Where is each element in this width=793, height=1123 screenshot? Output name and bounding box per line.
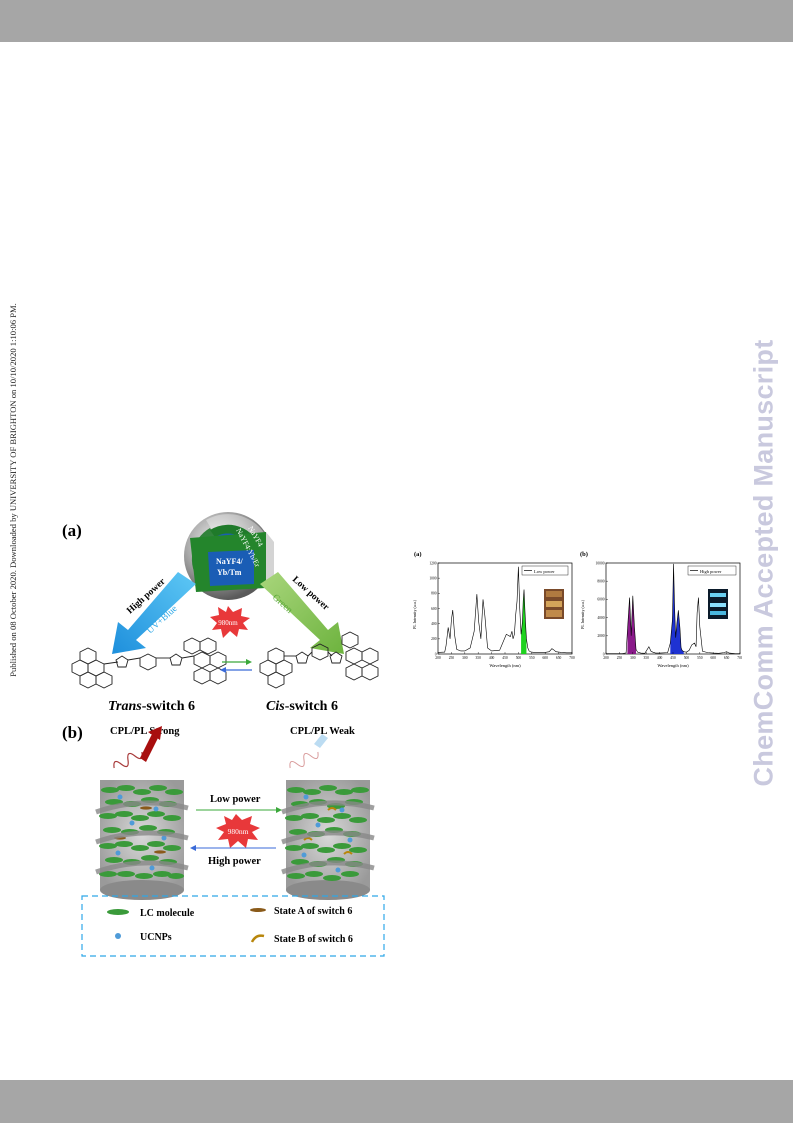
header-bar (0, 0, 793, 42)
x-tick-label: 550 (529, 656, 535, 660)
accepted-manuscript-watermark: ChemComm Accepted Manuscript (748, 339, 779, 787)
spectrum-a-ylabel: PL Intensity (a.u.) (412, 599, 417, 629)
cpl-weak-label: CPL/PL Weak (290, 726, 355, 737)
x-tick-label: 250 (617, 656, 623, 660)
spectrum-fill-region-1 (670, 569, 684, 654)
x-tick-label: 450 (502, 656, 508, 660)
x-tick-label: 600 (711, 656, 717, 660)
y-tick-label: 1200 (429, 561, 436, 565)
x-tick-label: 700 (569, 656, 575, 660)
spectrum-b-ylabel: PL Intensity (a.u.) (580, 599, 585, 629)
y-tick-label: 10000 (596, 561, 605, 565)
y-tick-label: 8000 (597, 580, 604, 584)
spectrum-a-legend: Low power (534, 569, 555, 574)
x-tick-label: 400 (489, 656, 495, 660)
panel-b-label: (b) (62, 723, 83, 742)
x-tick-label: 550 (697, 656, 703, 660)
x-tick-label: 300 (630, 656, 636, 660)
green-arrow (260, 572, 344, 654)
x-tick-label: 250 (449, 656, 455, 660)
x-tick-label: 500 (684, 656, 690, 660)
legend-box: LC molecule UCNPs State A of switch 6 St… (81, 895, 385, 957)
spectrum-b: 200 250 300 350 400 450 500 550 600 650 700 0 2000 40… (580, 561, 742, 668)
uv-blue-arrow (112, 572, 196, 654)
y-tick-label: 4000 (597, 616, 604, 620)
y-tick-label: 400 (431, 622, 437, 626)
lc-column-left (95, 780, 189, 900)
panel-a-label: (a) (62, 521, 82, 540)
x-tick-label: 500 (516, 656, 522, 660)
y-tick-label: 2000 (597, 634, 604, 638)
laser-burst-b: 980nm (216, 814, 260, 848)
trans-switch-label: Trans-switch 6 (108, 699, 195, 714)
high-power-b-label: High power (208, 856, 261, 867)
y-tick-label: 1000 (429, 576, 436, 580)
core-label-2: Yb/Tm (217, 568, 242, 577)
cis-switch-label: Cis-switch 6 (266, 699, 338, 714)
spectrum-a-legend-box (521, 565, 569, 576)
y-tick-label: 200 (431, 637, 437, 641)
y-tick-label: 6000 (597, 598, 604, 602)
spectrum-fill-region-0 (521, 590, 527, 654)
x-tick-label: 650 (724, 656, 730, 660)
spectrum-a-inset-photo (544, 589, 564, 619)
y-tick-label: 800 (431, 592, 437, 596)
y-tick-label: 0 (435, 652, 437, 656)
svg-text:980nm: 980nm (218, 619, 238, 627)
spectrum-b-xlabel: Wavelength (nm) (657, 663, 689, 668)
spectrum-b-legend: High power (700, 569, 722, 574)
x-tick-label: 700 (737, 656, 742, 660)
svg-text:980nm: 980nm (228, 827, 249, 836)
spectrum-series-line (606, 563, 741, 655)
spectrum-b-legend-box (687, 565, 737, 576)
x-tick-label: 350 (644, 656, 650, 660)
switch-arrows (220, 659, 252, 673)
spectra-figure: (a) (b) 200 250 300 350 400 450 500 550 600 650 70… (412, 551, 742, 668)
x-tick-label: 300 (462, 656, 468, 660)
y-tick-label: 0 (603, 652, 605, 656)
strong-cpl-spiral (113, 726, 162, 769)
x-tick-label: 450 (670, 656, 676, 660)
low-power-b-label: Low power (210, 794, 261, 805)
scheme-figure: (a) NaYF4 NaYF4:Yb/Er NaYF4/ Yb/Tm High … (62, 512, 385, 957)
weak-cpl-spiral (289, 734, 328, 769)
laser-burst-a: 980nm (210, 606, 250, 638)
spectra-panel-a-label: (a) (414, 551, 422, 558)
spectrum-series-line (437, 566, 572, 654)
core-cutout (208, 550, 254, 586)
legend-lc-molecule: LC molecule (140, 908, 195, 919)
legend-ucnps: UCNPs (140, 932, 172, 943)
download-notice: Published on 08 October 2020. Downloaded… (8, 303, 18, 677)
y-tick-label: 600 (431, 607, 437, 611)
cis-switch-structure (259, 631, 379, 689)
x-tick-label: 200 (603, 656, 609, 660)
spectrum-a-xlabel: Wavelength (nm) (489, 663, 521, 668)
x-tick-label: 650 (556, 656, 562, 660)
footer-bar (0, 1080, 793, 1123)
spectrum-b-inset-photo (708, 589, 728, 619)
core-label-1: NaYF4/ (216, 557, 243, 566)
trans-switch-structure (71, 637, 227, 689)
legend-state-b: State B of switch 6 (274, 934, 353, 945)
lc-column-right (281, 780, 375, 900)
x-tick-label: 200 (435, 656, 441, 660)
x-tick-label: 600 (543, 656, 549, 660)
x-tick-label: 350 (476, 656, 482, 660)
legend-state-a: State A of switch 6 (274, 906, 352, 917)
x-tick-label: 400 (657, 656, 663, 660)
cpl-strong-label: CPL/PL Strong (110, 726, 180, 737)
spectra-panel-b-label: (b) (580, 551, 588, 558)
